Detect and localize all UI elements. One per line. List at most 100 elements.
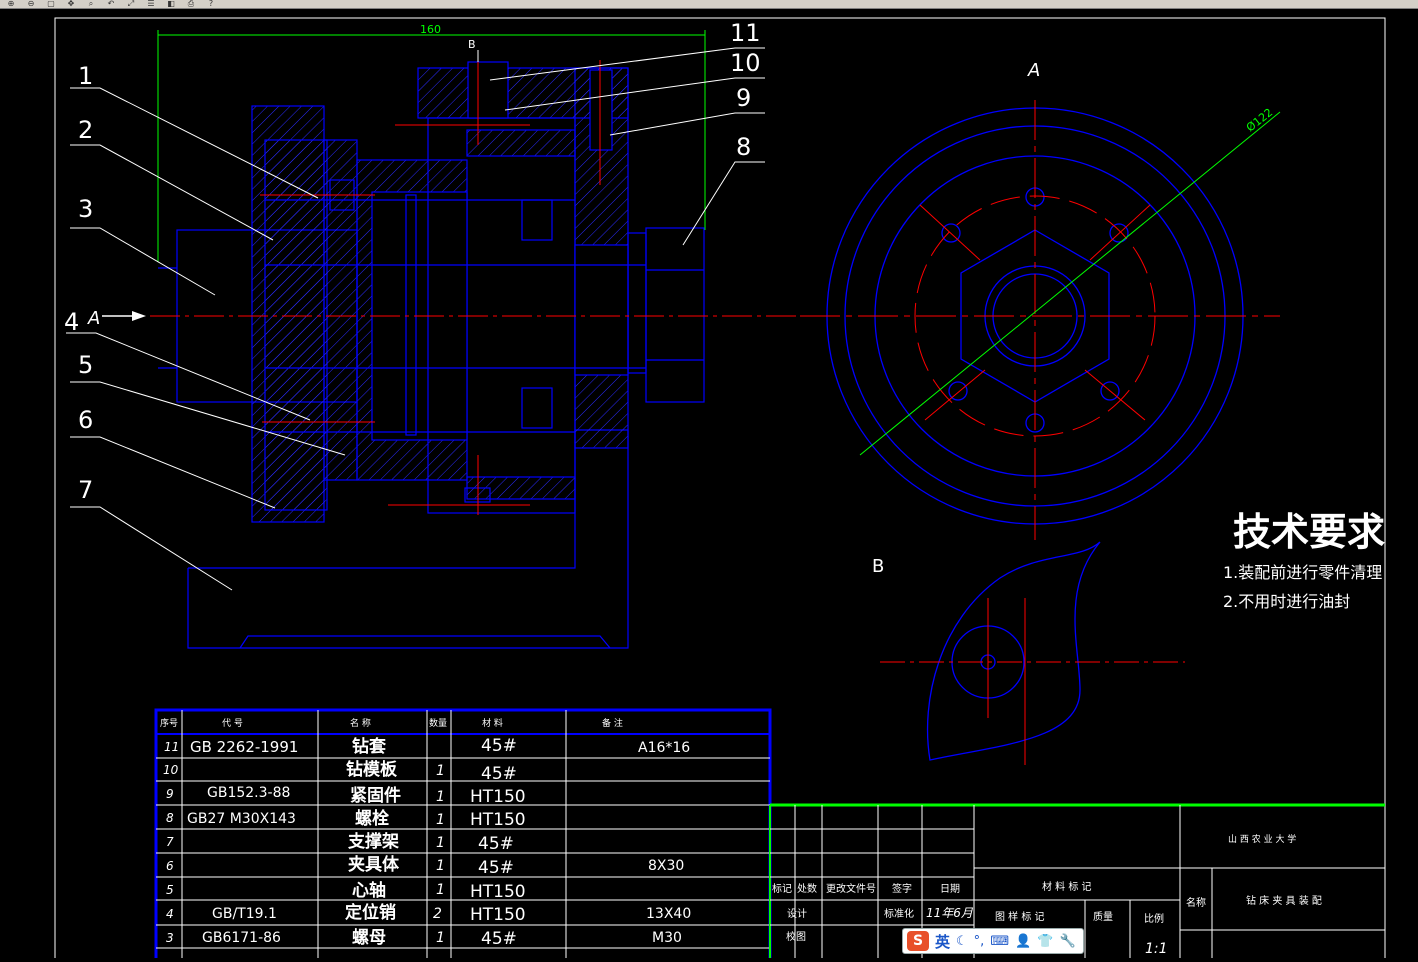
tb-unit: 名称	[1186, 896, 1206, 909]
svg-text:1: 1	[436, 835, 445, 851]
svg-text:GB27 M30X143: GB27 M30X143	[187, 811, 296, 827]
svg-text:螺母: 螺母	[352, 928, 386, 948]
svg-text:钻套: 钻套	[352, 736, 387, 757]
tb-school: 山 西 农 业 大 学	[1228, 833, 1296, 845]
balloon-6: 6	[78, 406, 93, 434]
b-view-centerlines	[880, 598, 1185, 765]
b-view	[926, 541, 1101, 761]
shirt-icon[interactable]: 👕	[1037, 933, 1054, 949]
svg-text:HT150: HT150	[470, 810, 526, 830]
user-icon[interactable]: 👤	[1015, 933, 1032, 949]
svg-text:GB152.3-88: GB152.3-88	[207, 785, 290, 801]
pan-icon[interactable]: ✥	[67, 0, 75, 8]
svg-text:1: 1	[436, 812, 445, 828]
table-row: 8 GB27 M30X143 螺栓 1 HT150	[166, 808, 526, 830]
balloon-3: 3	[78, 195, 93, 223]
tb-h-count: 处数	[797, 882, 817, 895]
svg-text:钻模板: 钻模板	[346, 759, 398, 780]
moon-icon[interactable]: ☾	[956, 933, 968, 949]
svg-text:3: 3	[166, 931, 174, 945]
svg-text:GB6171-86: GB6171-86	[202, 930, 281, 946]
tb-date-val: 11年6月	[926, 906, 974, 920]
dim-phi-line	[859, 111, 1281, 456]
leader-lines	[66, 47, 765, 591]
tb-stage-mark: 图 样 标 记	[995, 910, 1045, 923]
zoom-prev-icon[interactable]: ↶	[107, 0, 115, 8]
label-a-left: A	[87, 308, 100, 329]
tech-title: 技术要求	[1233, 510, 1385, 554]
svg-text:2: 2	[433, 906, 442, 922]
table-row: 10 钻模板 1 45#	[163, 759, 517, 784]
svg-text:45#: 45#	[481, 929, 517, 949]
table-row: 3 GB6171-86 螺母 1 45# M30	[166, 928, 682, 949]
table-row: 6 夹具体 1 45# 8X30	[166, 854, 684, 878]
wrench-icon[interactable]: 🔧	[1059, 933, 1076, 949]
table-row: 9 GB152.3-88 紧固件 1 HT150	[166, 785, 526, 807]
drawing-frame	[54, 17, 1386, 962]
dimension-160	[157, 30, 706, 262]
balloon-7: 7	[78, 476, 93, 504]
svg-text:10: 10	[163, 763, 179, 777]
svg-text:紧固件: 紧固件	[350, 785, 401, 806]
zoom-in-icon[interactable]: ⊕	[7, 0, 15, 8]
zoom-realtime-icon[interactable]: ⌕	[88, 0, 94, 8]
tb-scale: 比例	[1144, 912, 1164, 925]
svg-text:1: 1	[436, 789, 445, 805]
help-icon[interactable]: ?	[208, 0, 214, 8]
a-view-centerlines	[800, 100, 1280, 540]
svg-text:45#: 45#	[478, 834, 514, 854]
zoom-out-icon[interactable]: ⊖	[27, 0, 35, 8]
svg-text:5: 5	[166, 883, 174, 897]
tb-material-mark: 材 料 标 记	[1042, 880, 1092, 893]
balloon-2: 2	[78, 116, 93, 144]
ime-lang-toggle[interactable]: 英	[935, 932, 951, 951]
dim-160-text: 160	[420, 23, 441, 36]
svg-text:8: 8	[166, 811, 174, 825]
svg-text:13X40: 13X40	[646, 906, 691, 922]
svg-text:夹具体: 夹具体	[348, 854, 400, 875]
svg-text:6: 6	[166, 859, 174, 873]
tb-h-change: 更改文件号	[826, 882, 876, 895]
svg-text:11: 11	[164, 740, 179, 754]
balloon-1: 1	[78, 62, 93, 90]
print-icon[interactable]: ⎙	[187, 0, 195, 8]
zoom-extents-icon[interactable]: ⤢	[127, 0, 135, 8]
svg-text:1: 1	[436, 882, 445, 898]
bom-h-no: 序号	[160, 717, 178, 729]
balloon-4: 4	[64, 308, 79, 336]
section-view	[158, 61, 705, 649]
table-row: 4 GB/T19.1 定位销 2 HT150 13X40	[166, 902, 691, 925]
drawing-canvas[interactable]: 160	[0, 10, 1418, 962]
tb-weight: 质量	[1093, 911, 1113, 923]
tb-h-mark: 标记	[772, 883, 792, 895]
ime-toolbar[interactable]: S 英 ☾ °, ⌨ 👤 👕 🔧	[902, 928, 1084, 954]
balloon-8: 8	[736, 133, 751, 161]
bom-h-mat: 材 料	[482, 717, 503, 729]
svg-text:4: 4	[166, 907, 174, 921]
svg-text:螺栓: 螺栓	[355, 808, 389, 829]
zoom-window-icon[interactable]: ▢	[47, 0, 55, 8]
svg-text:45#: 45#	[478, 858, 514, 878]
svg-text:1: 1	[436, 858, 445, 874]
sogou-logo-icon[interactable]: S	[907, 931, 929, 951]
tb-check: 校图	[786, 930, 806, 943]
bom-h-qty: 数量	[429, 717, 447, 729]
svg-text:7: 7	[166, 835, 174, 849]
keyboard-icon[interactable]: ⌨	[990, 933, 1010, 949]
tech-item-1: 1.装配前进行零件清理	[1223, 563, 1382, 582]
svg-text:1: 1	[436, 930, 445, 946]
svg-text:9: 9	[166, 787, 174, 801]
balloon-5: 5	[78, 351, 93, 379]
layer-icon[interactable]: ◧	[167, 0, 175, 8]
svg-text:A16*16: A16*16	[638, 740, 690, 756]
svg-text:HT150: HT150	[470, 905, 526, 925]
table-row: 11 GB 2262-1991 钻套 45# A16*16	[164, 736, 690, 757]
bom-h-name: 名 称	[350, 717, 371, 729]
properties-icon[interactable]: ☰	[147, 0, 155, 8]
label-b-view: B	[872, 556, 884, 577]
balloon-11: 11	[730, 19, 761, 47]
svg-text:GB/T19.1: GB/T19.1	[212, 906, 277, 922]
punct-icon[interactable]: °,	[973, 933, 985, 949]
svg-text:1: 1	[436, 763, 445, 779]
table-row: 7 支撑架 1 45#	[166, 831, 514, 854]
